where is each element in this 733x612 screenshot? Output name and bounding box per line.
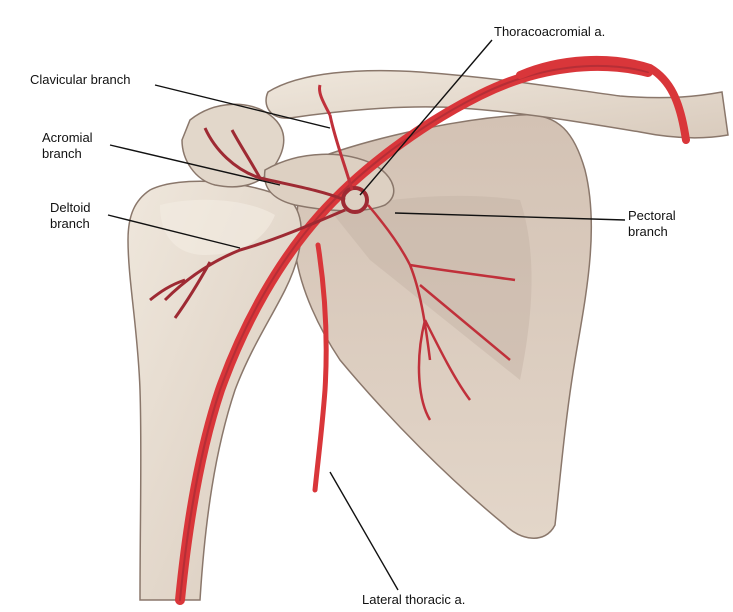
label-acromial-line2: branch [42, 146, 93, 162]
label-pectoral-line1: Pectoral [628, 208, 676, 224]
label-lateral-thoracic: Lateral thoracic a. [362, 592, 465, 608]
label-acromial-branch: Acromial branch [42, 130, 93, 162]
label-pectoral-line2: branch [628, 224, 676, 240]
label-acromial-line1: Acromial [42, 130, 93, 146]
leader-lateral-thoracic [330, 472, 398, 590]
label-pectoral-branch: Pectoral branch [628, 208, 676, 240]
label-thoracoacromial: Thoracoacromial a. [494, 24, 605, 40]
label-deltoid-line2: branch [50, 216, 90, 232]
label-deltoid-branch: Deltoid branch [50, 200, 90, 232]
label-clavicular-branch: Clavicular branch [30, 72, 130, 88]
label-deltoid-line1: Deltoid [50, 200, 90, 216]
